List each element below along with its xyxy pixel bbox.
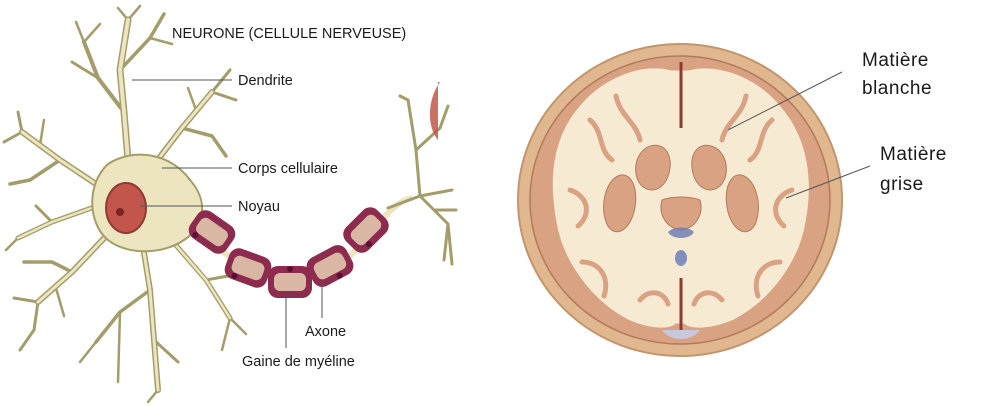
label-grey-matter-line1: Matière [880,144,947,165]
label-grey-matter-line2: grise [880,174,924,195]
nucleus [106,183,146,233]
axon-terminal [388,96,456,264]
neuron-diagram: NEURONE (CELLULE NERVEUSE) Dendrite Corp… [4,6,456,402]
label-myelin: Gaine de myéline [242,354,355,370]
myelin-sheath [185,203,393,298]
label-cell-body: Corps cellulaire [238,161,338,177]
label-nucleus: Noyau [238,199,280,215]
neuron-title: NEURONE (CELLULE NERVEUSE) [172,26,406,42]
nucleolus [116,208,124,216]
label-axon: Axone [305,324,346,340]
brain-section-diagram: Matière blanche Matière grise [518,44,947,356]
label-white-matter-line2: blanche [862,78,932,99]
label-dendrite: Dendrite [238,73,293,89]
label-white-matter-line1: Matière [862,50,929,71]
